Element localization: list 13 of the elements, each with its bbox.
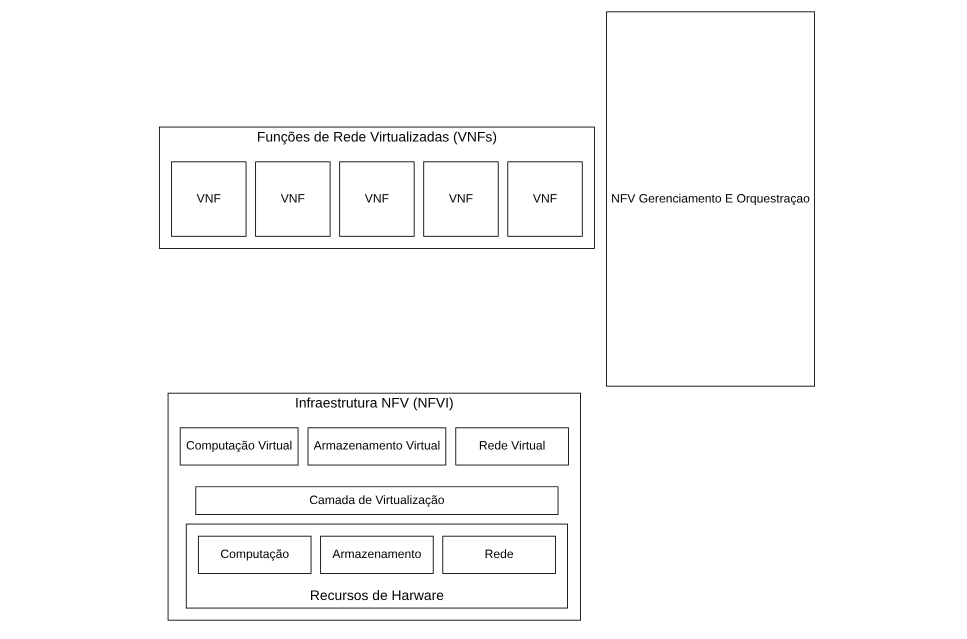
node-box: Armazenamento (320, 536, 434, 574)
node-box: Rede Virtual (455, 427, 569, 466)
node-box: Rede (442, 536, 556, 574)
node-box: VNF (255, 161, 331, 237)
node-box: VNF (507, 161, 583, 237)
node-box: Armazenamento Virtual (308, 427, 446, 466)
node-box: VNF (423, 161, 499, 237)
node-box: Computação Virtual (180, 427, 298, 466)
node-box: VNF (339, 161, 415, 237)
node-box: Computação (198, 536, 312, 574)
node-box: Camada de Virtualização (195, 486, 558, 515)
node-box: NFV Gerenciamento E Orquestraçao (606, 11, 815, 387)
node-box: VNF (171, 161, 246, 237)
